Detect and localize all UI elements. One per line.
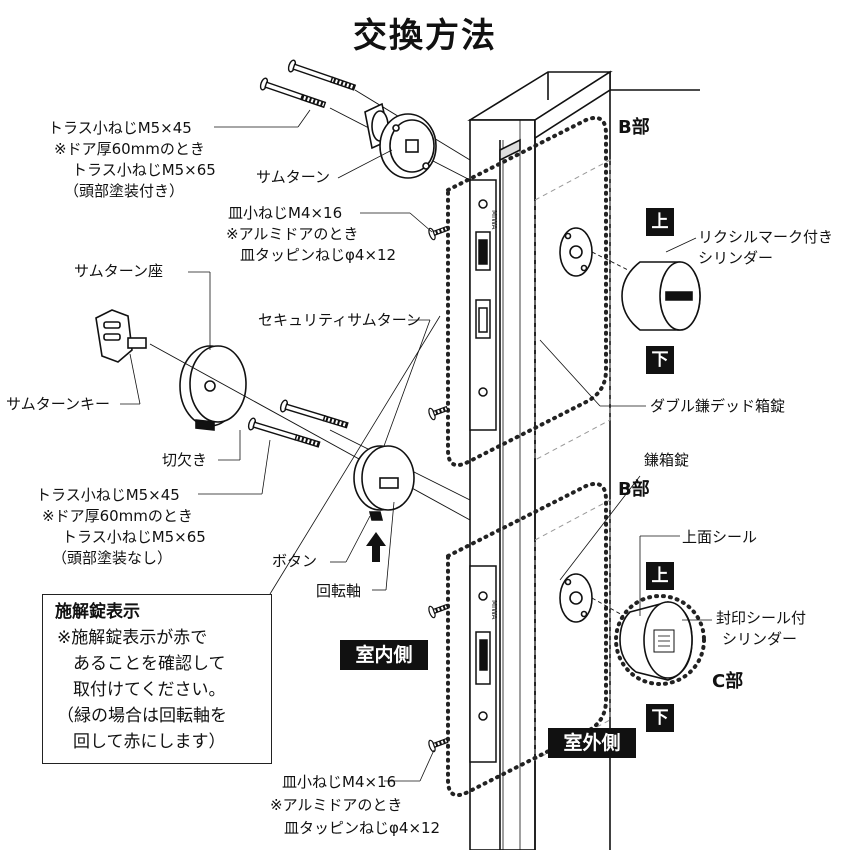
truss-screw-top-label: トラス小ねじM5×45 bbox=[48, 119, 192, 137]
flat-screw-bottom-note: ※アルミドアのとき bbox=[270, 796, 403, 814]
box-lock-label: 鎌箱錠 bbox=[644, 451, 690, 469]
brand-mark-bottom: MIWA bbox=[490, 600, 498, 620]
c-part-label: C部 bbox=[712, 671, 744, 692]
note-line-1: ※施解錠表示が赤で bbox=[57, 628, 208, 648]
lixil-cylinder-label: リクシルマーク付き bbox=[698, 228, 834, 246]
down-marker-bottom: 下 bbox=[646, 704, 674, 732]
truss-screw-mid-alt: トラス小ねじM5×65 bbox=[62, 528, 206, 546]
brand-mark-top: MIWA bbox=[490, 210, 498, 230]
sealed-cylinder-label-2: シリンダー bbox=[722, 630, 798, 648]
lock-box-outlines bbox=[534, 159, 611, 761]
top-seal-label: 上面シール bbox=[682, 528, 758, 546]
sealed-cylinder-illustration bbox=[559, 573, 693, 681]
faceplate-top bbox=[469, 179, 497, 431]
up-marker-top: 上 bbox=[646, 208, 674, 236]
truss-screw-mid-label: トラス小ねじM5×45 bbox=[36, 486, 180, 504]
flat-screw-bottom-alt: 皿タッピンねじφ4×12 bbox=[284, 819, 441, 837]
flat-screw-top-label: 皿小ねじM4×16 bbox=[228, 204, 343, 222]
indoor-label: 室内側 bbox=[340, 640, 428, 670]
truss-screw-top-alt: トラス小ねじM5×65 bbox=[72, 161, 216, 179]
truss-screw-top-note: ※ドア厚60mmのとき bbox=[54, 140, 205, 158]
lock-indicator-note: 施解錠表示 ※施解錠表示が赤で あることを確認して 取付けてください。 （緑の場… bbox=[42, 594, 272, 764]
thumbturn-top-illustration bbox=[364, 102, 437, 179]
note-line-2: あることを確認して bbox=[73, 654, 226, 674]
truss-screws-top bbox=[259, 59, 357, 109]
thumbturn-key-illustration bbox=[95, 309, 147, 363]
note-heading: 施解錠表示 bbox=[55, 602, 140, 622]
rotation-shaft-label: 回転軸 bbox=[316, 582, 362, 600]
lixil-cylinder-label-2: シリンダー bbox=[698, 249, 774, 267]
thumbturn-key-label: サムターンキー bbox=[6, 395, 110, 413]
security-thumbturn-label: セキュリティサムターン bbox=[258, 311, 422, 329]
button-label: ボタン bbox=[272, 552, 318, 570]
leader-lines bbox=[120, 109, 712, 782]
truss-screw-mid-note: ※ドア厚60mmのとき bbox=[42, 507, 193, 525]
region-outlines bbox=[446, 115, 706, 797]
note-line-3: 取付けてください。 bbox=[73, 680, 226, 700]
truss-screw-mid-coating: （頭部塗装なし） bbox=[52, 549, 173, 567]
flat-screw-top-note: ※アルミドアのとき bbox=[226, 225, 359, 243]
notch-label: 切欠き bbox=[162, 451, 208, 469]
up-marker-bottom: 上 bbox=[646, 562, 674, 590]
note-line-4: （緑の場合は回転軸を bbox=[57, 706, 227, 726]
thumbturn-label: サムターン bbox=[256, 168, 330, 186]
thumbturn-base-label: サムターン座 bbox=[74, 262, 163, 280]
flat-screw-top-alt: 皿タッピンねじφ4×12 bbox=[240, 246, 397, 264]
faceplate-bottom bbox=[469, 565, 497, 763]
double-deadlock-label: ダブル鎌デッド箱錠 bbox=[650, 397, 786, 415]
security-thumbturn-illustration bbox=[353, 445, 415, 521]
up-arrow bbox=[366, 532, 386, 562]
truss-screw-top-coating: （頭部塗装付き） bbox=[64, 182, 185, 200]
outdoor-label: 室外側 bbox=[548, 728, 636, 758]
b-part-top-label: B部 bbox=[618, 117, 650, 138]
cylinder-guide-bottom bbox=[591, 597, 625, 617]
sealed-cylinder-label: 封印シール付 bbox=[716, 609, 807, 627]
note-line-5: 回して赤にします） bbox=[73, 732, 226, 752]
thumbturn-base-illustration bbox=[179, 345, 247, 431]
truss-screws-middle bbox=[247, 399, 349, 448]
down-marker-top: 下 bbox=[646, 346, 674, 374]
flat-screw-bottom-label: 皿小ねじM4×16 bbox=[282, 773, 397, 791]
lixil-cylinder-illustration bbox=[559, 227, 701, 331]
b-part-bottom-label: B部 bbox=[618, 479, 650, 500]
page-title: 交換方法 bbox=[353, 16, 497, 56]
